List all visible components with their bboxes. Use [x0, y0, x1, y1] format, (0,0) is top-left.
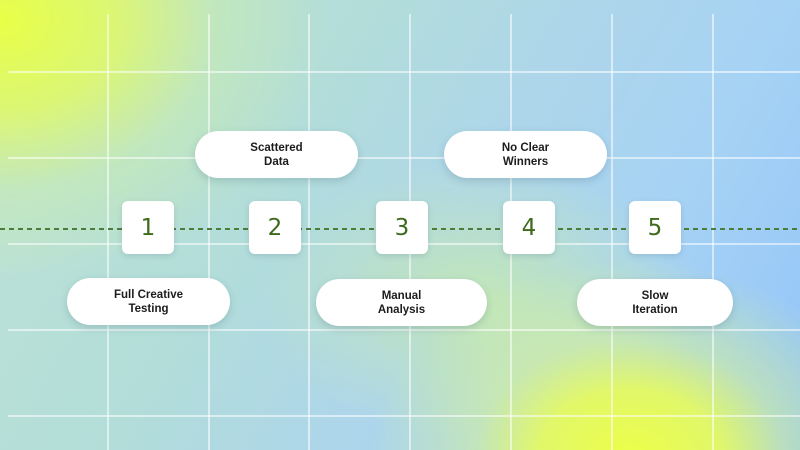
- step-label: Scattered Data: [250, 141, 303, 168]
- step-label-pill: Scattered Data: [195, 131, 358, 178]
- step-number-box: 1: [122, 201, 174, 254]
- step-number: 1: [140, 214, 156, 241]
- step-number: 2: [267, 214, 283, 241]
- step-number-box: 2: [249, 201, 301, 254]
- step-number-box: 3: [376, 201, 428, 254]
- step-label: Full Creative Testing: [113, 288, 184, 315]
- step-number-box: 5: [629, 201, 681, 254]
- grid-line-horizontal: [8, 71, 800, 73]
- step-label: Manual Analysis: [377, 289, 426, 316]
- step-label-pill: Slow Iteration: [577, 279, 733, 326]
- grid-line-horizontal: [8, 415, 800, 417]
- step-label: Slow Iteration: [632, 289, 678, 316]
- step-label-pill: No Clear Winners: [444, 131, 607, 178]
- step-label: No Clear Winners: [501, 141, 550, 168]
- step-label-pill: Manual Analysis: [316, 279, 487, 326]
- step-number-box: 4: [503, 201, 555, 254]
- grid-line-vertical: [308, 14, 310, 450]
- grid-line-horizontal: [8, 329, 800, 331]
- grid-line-vertical: [712, 14, 714, 450]
- step-number: 3: [394, 214, 410, 241]
- step-label-pill: Full Creative Testing: [67, 278, 230, 325]
- grid-line-vertical: [208, 14, 210, 450]
- step-number: 5: [647, 214, 663, 241]
- step-number: 4: [521, 214, 537, 241]
- grid-line-horizontal: [8, 157, 800, 159]
- grid-line-vertical: [611, 14, 613, 450]
- grid-line-vertical: [107, 14, 109, 450]
